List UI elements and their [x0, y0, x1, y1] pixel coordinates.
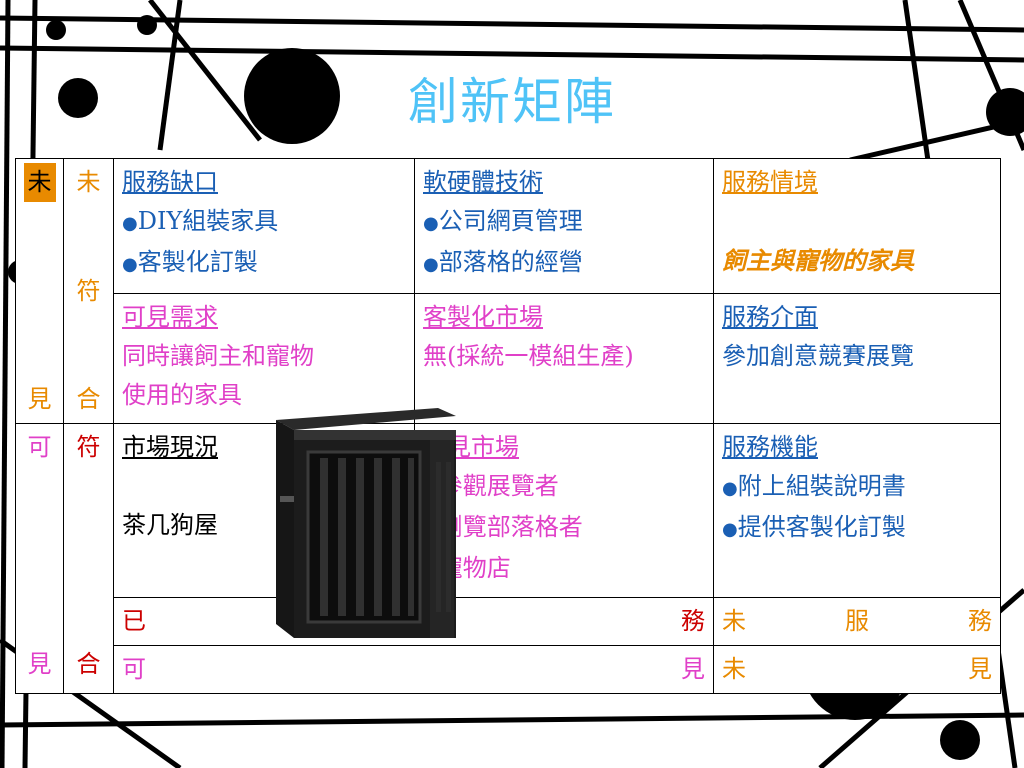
footer-visible: 可 見	[113, 645, 714, 694]
visible-market-item: 瀏覽部落格者	[423, 508, 705, 549]
page-title: 創新矩陣	[408, 73, 616, 131]
deco-dot	[940, 720, 980, 760]
custom-market-text: 無(採統一模組生產)	[423, 342, 634, 371]
service-gap-item: 客製化訂製	[122, 243, 406, 284]
cell-function: 服務機能 附上組裝說明書 提供客製化訂製	[713, 423, 1001, 598]
visible-demand-heading: 可見需求	[122, 303, 218, 332]
cell-interface: 服務介面 參加創意競賽展覽	[713, 293, 1001, 424]
tech-item: 部落格的經營	[423, 243, 705, 284]
cell-tech: 軟硬體技術 公司網頁管理 部落格的經營	[414, 157, 714, 295]
visible-market-item: 寵物店	[423, 549, 705, 590]
deco-line	[148, 0, 262, 142]
row1-left-label: 未 見	[15, 158, 64, 424]
deco-dot	[986, 88, 1024, 136]
deco-dot	[244, 48, 340, 144]
cell-visible-market: 可見市場 參觀展覽者 瀏覽部落格者 寵物店	[414, 423, 714, 598]
function-item: 附上組裝說明書	[722, 467, 992, 508]
visible-demand-line: 使用的家具	[122, 381, 242, 410]
cell-scenario: 服務情境 飼主與寵物的家具	[713, 157, 1001, 295]
service-gap-item: DIY組裝家具	[122, 202, 406, 243]
scenario-heading: 服務情境	[722, 168, 818, 196]
deco-line	[0, 45, 1024, 63]
row2-left-label: 可 見	[15, 423, 64, 694]
interface-heading: 服務介面	[722, 303, 818, 332]
market-status-heading: 市場現況	[122, 433, 218, 461]
row1-right-label: 未 符 合	[63, 158, 114, 424]
function-item: 提供客製化訂製	[722, 508, 992, 549]
function-heading: 服務機能	[722, 433, 818, 461]
footer-unserved: 未 服 務	[713, 597, 1001, 646]
interface-text: 參加創意競賽展覽	[722, 342, 914, 371]
dog-crate-table-image	[276, 408, 456, 638]
visible-demand-line: 同時讓飼主和寵物	[122, 342, 314, 371]
deco-dot	[46, 20, 66, 40]
footer-unseen: 未 見	[713, 645, 1001, 694]
visible-market-item: 參觀展覽者	[423, 467, 705, 508]
service-gap-heading: 服務缺口	[122, 168, 218, 196]
deco-dot	[58, 78, 98, 118]
visible-market-heading: 可見市場	[423, 433, 519, 461]
cell-visible-demand: 可見需求 同時讓飼主和寵物 使用的家具	[113, 293, 415, 424]
cell-service-gap: 服務缺口 DIY組裝家具 客製化訂製	[113, 157, 415, 295]
scenario-text: 飼主與寵物的家具	[722, 246, 914, 275]
tech-heading: 軟硬體技術	[423, 168, 543, 196]
deco-dot	[137, 15, 157, 35]
custom-market-heading: 客製化市場	[423, 303, 543, 332]
deco-line	[157, 0, 183, 151]
tech-item: 公司網頁管理	[423, 202, 705, 243]
innovation-matrix: 未 見 未 符 合 服務缺口 DIY組裝家具 客製化訂製 軟硬體技術 公司網頁管…	[15, 157, 1001, 694]
cell-custom-market: 客製化市場 無(採統一模組生產)	[414, 293, 714, 424]
row2-right-label: 符 合	[63, 423, 114, 694]
market-status-text: 茶几狗屋	[122, 511, 218, 539]
deco-line	[0, 15, 1024, 33]
